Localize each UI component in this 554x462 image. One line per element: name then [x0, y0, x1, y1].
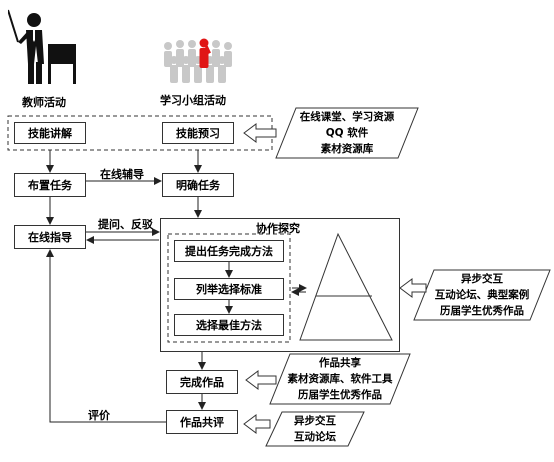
- async-bottom-text-overlay: 异步交互 互动论坛: [294, 415, 336, 443]
- student-group-icon: [164, 38, 232, 83]
- list-criteria-box: 列举选择标准: [174, 278, 284, 300]
- teacher-activity-label: 教师活动: [22, 96, 66, 109]
- evaluate-label: 评价: [88, 409, 110, 422]
- complete-work-box: 完成作品: [166, 370, 238, 394]
- pyramid-support: 支持: [330, 262, 352, 275]
- block-arrow-share: [245, 370, 277, 390]
- question-rebut-label: 提问、反驳: [98, 218, 153, 231]
- resources-top-text-overlay: 在线课堂、学习资源 QQ 软件 素材资源库: [299, 111, 395, 155]
- collab-explore-title: 协作探究: [256, 222, 300, 235]
- choose-best-box: 选择最佳方法: [174, 314, 284, 336]
- work-share-text-overlay: 作品共享 素材资源库、软件工具 历届学生优秀作品: [287, 357, 393, 401]
- pyramid-interaction: 交互行为: [318, 322, 362, 335]
- pyramid-question: 质疑: [313, 301, 335, 314]
- block-arrow-bottom: [243, 414, 271, 434]
- online-guidance-box: 在线指导: [14, 225, 86, 249]
- peer-review-box: 作品共评: [166, 410, 238, 434]
- group-activity-label: 学习小组活动: [160, 94, 226, 107]
- clarify-task-box: 明确任务: [162, 173, 234, 197]
- block-arrow-top: [243, 123, 277, 143]
- skill-explain-box: 技能讲解: [14, 122, 86, 144]
- online-tutoring-label: 在线辅导: [100, 168, 144, 181]
- teacher-icon: [8, 9, 76, 84]
- async-right-text-overlay: 异步交互 互动论坛、典型案例 历届学生优秀作品: [434, 273, 530, 317]
- propose-method-box: 提出任务完成方法: [174, 240, 284, 262]
- assign-task-box: 布置任务: [14, 173, 86, 197]
- pyramid-cite: 引用: [327, 282, 349, 295]
- skill-preview-box: 技能预习: [162, 122, 234, 144]
- pyramid-negotiate: 协商: [344, 301, 366, 314]
